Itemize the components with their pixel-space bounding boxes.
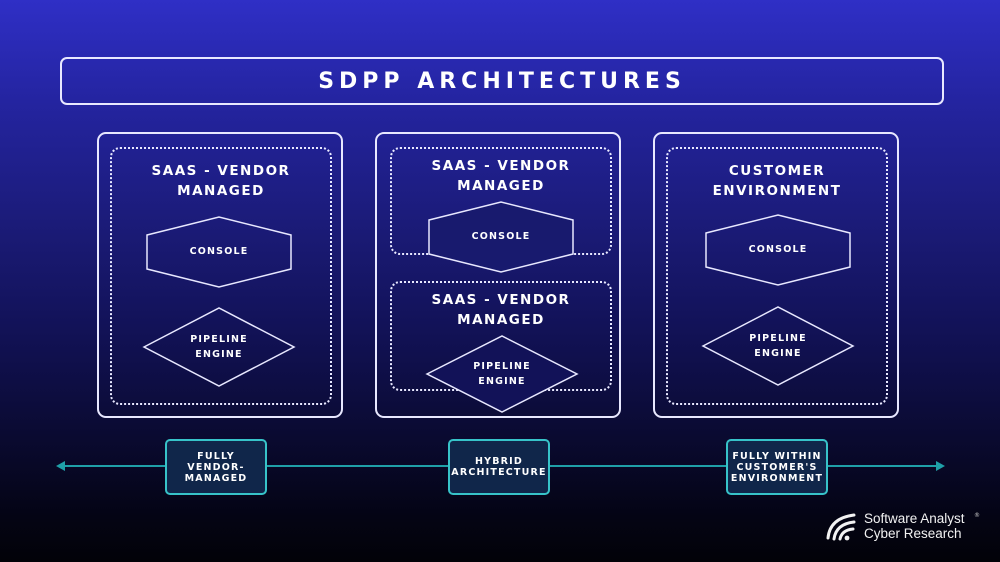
wifi-signal-icon	[826, 513, 856, 541]
pipeline-engine-node: PIPELINE ENGINE	[142, 307, 296, 387]
arrow-right-icon	[936, 461, 945, 471]
pipeline-engine-label: PIPELINE ENGINE	[749, 333, 807, 359]
console-node: CONSOLE	[428, 201, 574, 273]
title-banner: SDPP ARCHITECTURES	[60, 57, 944, 105]
spectrum-label-customer-environment: FULLY WITHIN CUSTOMER'S ENVIRONMENT	[726, 439, 828, 495]
console-label: CONSOLE	[189, 246, 249, 257]
spectrum-label-fully-vendor-managed: FULLY VENDOR- MANAGED	[165, 439, 267, 495]
zone-heading: SAAS - VENDOR MANAGED	[431, 158, 571, 194]
diamond-shape	[142, 307, 296, 387]
console-node: CONSOLE	[705, 214, 851, 286]
console-label: CONSOLE	[748, 244, 808, 255]
console-node: CONSOLE	[146, 216, 292, 288]
brand-line-2: Cyber Research	[864, 526, 962, 541]
architecture-panel-vendor: SAAS - VENDOR MANAGED CONSOLE PIPELINE E…	[97, 132, 343, 418]
arrow-left-icon	[56, 461, 65, 471]
zone-heading: SAAS - VENDOR MANAGED	[151, 163, 291, 199]
registered-mark: ®	[974, 512, 980, 519]
zone-saas-vendor-managed-top: SAAS - VENDOR MANAGED	[390, 147, 612, 255]
brand-line-1: Software Analyst	[864, 511, 965, 526]
hexagon-shape	[705, 214, 851, 286]
brand-logo: Software Analyst Cyber Research ®	[826, 510, 996, 546]
zone-saas-vendor-managed: SAAS - VENDOR MANAGED	[110, 147, 332, 405]
diamond-shape	[425, 335, 579, 413]
console-label: CONSOLE	[471, 231, 531, 242]
pipeline-engine-node: PIPELINE ENGINE	[701, 306, 855, 386]
zone-heading: CUSTOMER ENVIRONMENT	[712, 163, 842, 199]
brand-name: Software Analyst Cyber Research	[864, 511, 965, 541]
hexagon-shape	[146, 216, 292, 288]
pipeline-engine-label: PIPELINE ENGINE	[190, 334, 248, 360]
zone-heading: SAAS - VENDOR MANAGED	[431, 292, 571, 328]
zone-customer-environment: CUSTOMER ENVIRONMENT	[666, 147, 888, 405]
page-title: SDPP ARCHITECTURES	[318, 68, 686, 94]
spectrum-label-hybrid: HYBRID ARCHITECTURE	[448, 439, 550, 495]
pipeline-engine-node: PIPELINE ENGINE	[425, 335, 579, 413]
architecture-panel-hybrid: SAAS - VENDOR MANAGED SAAS - VENDOR MANA…	[375, 132, 621, 418]
architecture-panel-customer: CUSTOMER ENVIRONMENT CONSOLE PIPELINE EN…	[653, 132, 899, 418]
diamond-shape	[701, 306, 855, 386]
hexagon-shape	[428, 201, 574, 273]
pipeline-engine-label: PIPELINE ENGINE	[473, 361, 531, 387]
